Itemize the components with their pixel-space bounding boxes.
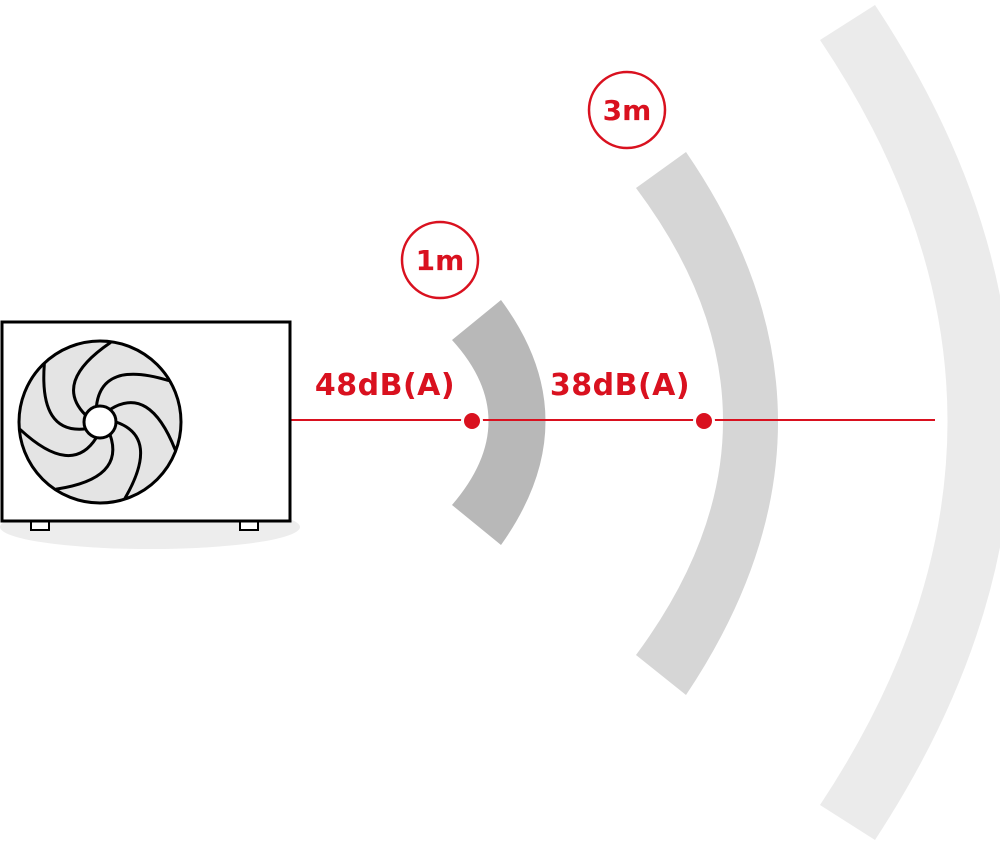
fan-hub-icon bbox=[84, 406, 116, 438]
sound-wave-far bbox=[820, 5, 1000, 840]
sound-level-label: 48dB(A) bbox=[315, 368, 455, 403]
distance-label: 3m bbox=[603, 94, 652, 127]
heat-pump-unit-icon bbox=[0, 322, 300, 549]
measurement-point-1: 48dB(A) 1m bbox=[315, 222, 483, 432]
measurement-dot-icon bbox=[696, 413, 712, 429]
sound-waves bbox=[452, 5, 1000, 840]
measurement-dot-icon bbox=[464, 413, 480, 429]
sound-level-label: 38dB(A) bbox=[550, 368, 690, 403]
distance-label: 1m bbox=[416, 244, 465, 277]
fan-icon bbox=[19, 341, 181, 503]
